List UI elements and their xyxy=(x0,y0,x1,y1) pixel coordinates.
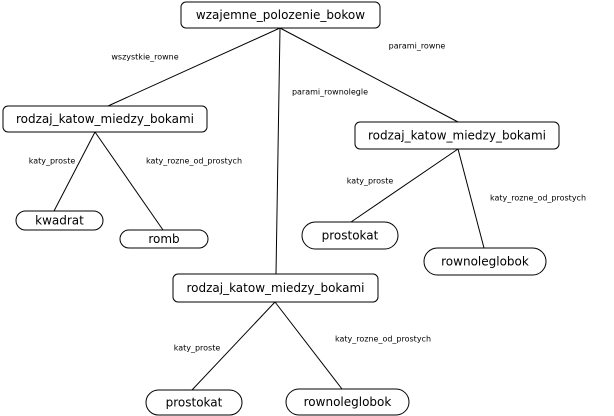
edge-rowne-to-prostokat xyxy=(350,148,459,223)
node-rownolegle-katy-label: rodzaj_katow_miedzy_bokami xyxy=(186,281,364,295)
leaf-rownoleglobok-rowne: rownoleglobok xyxy=(423,247,547,276)
leaf-romb: romb xyxy=(119,229,209,249)
node-rowne-katy-label: rodzaj_katow_miedzy_bokami xyxy=(368,129,546,143)
leaf-rownoleglobok-rownolegle: rownoleglobok xyxy=(285,388,410,416)
root-node: wzajemne_polozenie_bokow xyxy=(180,1,381,29)
edge-rownolegle-to-rownoleglobok xyxy=(274,301,343,390)
leaf-prostokat-rowne-label: prostokat xyxy=(322,229,379,243)
node-rownolegle-katy: rodzaj_katow_miedzy_bokami xyxy=(172,273,379,303)
edge-wszystkie-to-romb xyxy=(94,131,164,231)
leaf-kwadrat-label: kwadrat xyxy=(35,214,84,228)
edge-wszystkie-to-kwadrat xyxy=(53,131,96,212)
edges xyxy=(53,27,485,391)
edge-root-to-rownolegle xyxy=(275,27,281,275)
leaf-prostokat-rowne: prostokat xyxy=(301,221,399,250)
leaf-prostokat-rownolegle-label: prostokat xyxy=(166,396,223,410)
node-wszystkie-katy-label: rodzaj_katow_miedzy_bokami xyxy=(16,112,194,126)
edge-root-to-rowne xyxy=(279,27,459,123)
edge-label-wszystkie-katy-rozne: katy_rozne_od_prostych xyxy=(146,157,242,166)
edge-root-to-wszystkie xyxy=(107,27,281,107)
edge-label-rownolegle-katy-rozne: katy_rozne_od_prostych xyxy=(335,335,431,344)
edge-label-parami-rownolegle: parami_rownolegle xyxy=(292,88,368,97)
leaf-rownoleglobok-rownolegle-label: rownoleglobok xyxy=(304,395,392,409)
leaf-prostokat-rownolegle: prostokat xyxy=(145,389,243,416)
edge-label-rowne-katy-proste: katy_proste xyxy=(347,177,394,186)
edge-label-wszystkie-rowne: wszystkie_rowne xyxy=(111,53,178,62)
root-node-label: wzajemne_polozenie_bokow xyxy=(196,8,365,22)
edge-label-wszystkie-katy-proste: katy_proste xyxy=(29,157,76,166)
edge-label-parami-rowne: parami_rowne xyxy=(389,42,446,51)
leaf-romb-label: romb xyxy=(148,232,179,246)
leaf-rownoleglobok-rowne-label: rownoleglobok xyxy=(441,255,529,269)
node-wszystkie-katy: rodzaj_katow_miedzy_bokami xyxy=(2,105,208,133)
edge-labels: wszystkie_rowne parami_rownolegle parami… xyxy=(29,42,586,353)
edge-label-rownolegle-katy-proste: katy_proste xyxy=(174,344,221,353)
node-rowne-katy: rodzaj_katow_miedzy_bokami xyxy=(354,121,560,150)
edge-rownolegle-to-prostokat xyxy=(191,301,276,391)
leaf-kwadrat: kwadrat xyxy=(15,210,104,231)
edge-label-rowne-katy-rozne: katy_rozne_od_prostych xyxy=(490,194,586,203)
edge-rowne-to-rownoleglobok xyxy=(457,148,485,249)
